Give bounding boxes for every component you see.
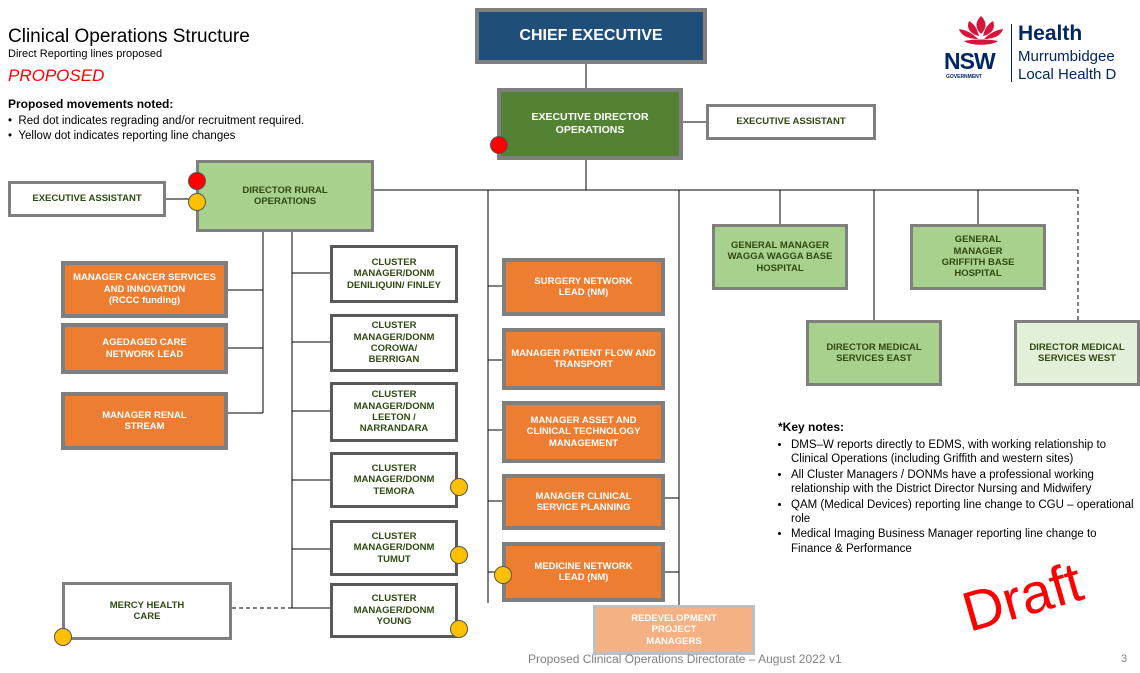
executive-assistant-dro-box: EXECUTIVE ASSISTANT: [8, 181, 166, 217]
mercy-health-care-box: MERCY HEALTH CARE: [62, 582, 232, 640]
gm-griffith-box: GENERAL MANAGER GRIFFITH BASE HOSPITAL: [910, 224, 1046, 290]
movement-note-red: • Red dot indicates regrading and/or rec…: [8, 115, 305, 127]
executive-director-operations-box: EXECUTIVE DIRECTOR OPERATIONS: [497, 88, 683, 160]
key-note-item: All Cluster Managers / DONMs have a prof…: [791, 468, 1138, 497]
cancer-services-label: MANAGER CANCER SERVICES AND INNOVATION: [73, 272, 216, 295]
mercy-yellow-dot: [54, 628, 72, 646]
medicine-network-lead-box: MEDICINE NETWORK LEAD (NM): [502, 542, 665, 602]
government-label: GOVERNMENT: [946, 74, 982, 80]
logo-divider: [1011, 24, 1012, 82]
cluster-corowa-box: CLUSTER MANAGER/DONM COROWA/ BERRIGAN: [330, 314, 458, 372]
page-title: Clinical Operations Structure: [8, 26, 250, 47]
key-note-item: Medical Imaging Business Manager reporti…: [791, 527, 1138, 556]
key-notes-list: DMS–W reports directly to EDMS, with wor…: [778, 438, 1138, 556]
chief-executive-box: CHIEF EXECUTIVE: [475, 8, 707, 64]
tumut-yellow-dot: [450, 546, 468, 564]
district-name-2: Local Health D: [1018, 66, 1117, 83]
dro-yellow-dot: [188, 193, 206, 211]
young-yellow-dot: [450, 620, 468, 638]
cluster-young-box: CLUSTER MANAGER/DONM YOUNG: [330, 583, 458, 638]
edo-red-dot: [490, 136, 508, 154]
medicine-yellow-dot: [494, 566, 512, 584]
movements-title: Proposed movements noted:: [8, 97, 174, 111]
executive-assistant-edo-box: EXECUTIVE ASSISTANT: [706, 104, 876, 140]
director-rural-operations-box: DIRECTOR RURAL OPERATIONS: [196, 160, 374, 232]
page-subtitle: Direct Reporting lines proposed: [8, 48, 163, 60]
redevelopment-project-managers-box: REDEVELOPMENT PROJECT MANAGERS: [593, 605, 755, 655]
nsw-health-logo: NSW GOVERNMENT Health Murrumbidgee Local…: [944, 14, 1140, 84]
proposed-label: PROPOSED: [8, 66, 105, 85]
cluster-tumut-box: CLUSTER MANAGER/DONM TUMUT: [330, 520, 458, 576]
aged-care-network-lead-box: AGEDAGED CARE NETWORK LEAD: [61, 323, 228, 374]
manager-renal-stream-box: MANAGER RENAL STREAM: [61, 392, 228, 450]
manager-asset-clinical-technology-box: MANAGER ASSET AND CLINICAL TECHNOLOGY MA…: [502, 401, 665, 463]
nsw-wordmark: NSW: [944, 48, 996, 74]
district-name-1: Murrumbidgee: [1018, 48, 1115, 65]
director-medical-services-east-box: DIRECTOR MEDICAL SERVICES EAST: [806, 320, 942, 386]
key-note-item: DMS–W reports directly to EDMS, with wor…: [791, 438, 1138, 467]
manager-patient-flow-box: MANAGER PATIENT FLOW AND TRANSPORT: [502, 328, 665, 390]
key-notes-title: *Key notes:: [778, 420, 845, 434]
cluster-leeton-box: CLUSTER MANAGER/DONM LEETON / NARRANDARA: [330, 382, 458, 442]
page-number: 3: [1121, 653, 1128, 665]
director-medical-services-west-box: DIRECTOR MEDICAL SERVICES WEST: [1014, 320, 1140, 386]
cluster-deniliquin-box: CLUSTER MANAGER/DONM DENILIQUIN/ FINLEY: [330, 245, 458, 303]
key-notes: *Key notes: DMS–W reports directly to ED…: [778, 420, 1138, 557]
footer-text: Proposed Clinical Operations Directorate…: [528, 652, 842, 666]
waratah-icon: [959, 16, 1003, 45]
health-wordmark: Health: [1018, 22, 1083, 45]
cluster-temora-box: CLUSTER MANAGER/DONM TEMORA: [330, 452, 458, 508]
cancer-services-note: (RCCC funding): [108, 295, 181, 307]
manager-cancer-services-box: MANAGER CANCER SERVICES AND INNOVATION (…: [61, 261, 228, 318]
manager-clinical-service-planning-box: MANAGER CLINICAL SERVICE PLANNING: [502, 474, 665, 530]
gm-wagga-wagga-box: GENERAL MANAGER WAGGA WAGGA BASE HOSPITA…: [712, 224, 848, 290]
dro-red-dot: [188, 172, 206, 190]
temora-yellow-dot: [450, 478, 468, 496]
surgery-network-lead-box: SURGERY NETWORK LEAD (NM): [502, 258, 665, 316]
movement-note-yellow: • Yellow dot indicates reporting line ch…: [8, 130, 236, 142]
key-note-item: QAM (Medical Devices) reporting line cha…: [791, 498, 1138, 527]
